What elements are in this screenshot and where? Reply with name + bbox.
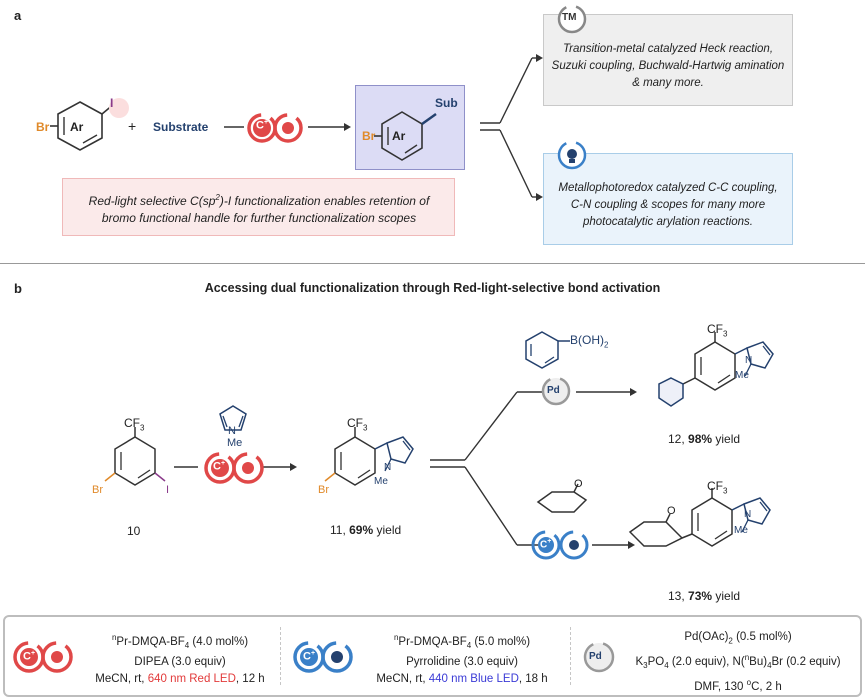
red-light-note-box	[62, 178, 455, 236]
red-conditions-icon	[13, 641, 73, 673]
photoredox-description: Metallophotoredox catalyzed C-C coupling…	[558, 182, 778, 228]
panel-b-title: Accessing dual functionalization through…	[204, 281, 661, 295]
pyrrole-n-label: N	[228, 425, 236, 437]
blue-conditions-text: nPr-DMQA-BF4 (5.0 mol%) Pyrrolidine (3.0…	[376, 633, 548, 686]
transition-metal-box	[543, 14, 793, 106]
conditions-box	[3, 615, 862, 697]
pd-label: Pd	[547, 385, 560, 396]
boronic-acid-label: B(OH)2	[570, 333, 609, 350]
tm-description: Transition-metal catalyzed Heck reaction…	[551, 43, 785, 89]
aryl-product-structure	[374, 111, 437, 161]
red-conditions-symbol: C+	[23, 650, 36, 663]
red-conditions-text: nPr-DMQA-BF4 (4.0 mol%) DIPEA (3.0 equiv…	[95, 633, 265, 686]
red-photocatalyst-icon-b	[204, 452, 264, 484]
panel-divider	[0, 263, 865, 264]
separator-2	[570, 627, 571, 685]
compound-10-label: 10	[127, 524, 141, 538]
phenylboronic-acid-structure	[525, 331, 570, 369]
pd-catalyst-icon	[541, 376, 571, 406]
product-ar-label: Ar	[392, 129, 406, 143]
separator-1	[280, 627, 281, 685]
compound-11-me: Me	[374, 476, 388, 487]
compound-13-label: 13, 73% yield	[668, 589, 741, 603]
arrow-to-13	[592, 541, 635, 549]
compound-11-label: 11, 69% yield	[330, 523, 402, 537]
catalyst-symbol-a: C+	[256, 119, 269, 132]
blue-conditions-symbol: C+	[303, 650, 316, 663]
cyclohexanone-structure	[536, 483, 588, 513]
tm-badge-label: TM	[562, 12, 577, 23]
substrate-label: Substrate	[153, 120, 209, 134]
cyclohexanone-o: O	[574, 478, 583, 490]
compound-13-cf3: CF3	[707, 479, 728, 496]
photoredox-box	[543, 153, 793, 245]
compound-10-structure	[104, 427, 166, 486]
blue-conditions-icon	[293, 641, 353, 673]
pyrrole-me-label: Me	[227, 437, 243, 449]
compound-11-cf3: CF3	[347, 416, 368, 433]
product-box	[355, 85, 465, 170]
arrow-to-12	[576, 388, 637, 396]
panel-b-letter: b	[14, 281, 22, 296]
compound-11-n: N	[384, 462, 392, 473]
catalyst-symbol-c: C+	[540, 538, 552, 551]
red-photocatalyst-icon	[247, 113, 303, 143]
ar-label: Ar	[70, 120, 84, 134]
compound-10-i: I	[166, 484, 170, 496]
compound-13-structure	[628, 488, 771, 547]
pd-conditions-icon	[583, 641, 615, 673]
compound-12-me: Me	[735, 370, 749, 381]
product-bromine-label: Br	[362, 129, 376, 143]
plus-sign: +	[128, 118, 137, 134]
branch-arrows-a	[480, 54, 543, 201]
compound-12-n: N	[745, 355, 753, 366]
compound-13-n: N	[744, 509, 752, 520]
red-light-note: Red-light selective C(sp2)-I functionali…	[88, 193, 430, 225]
branch-arrows-b	[430, 391, 543, 546]
compound-12-label: 12, 98% yield	[668, 432, 741, 446]
n-methylpyrrole-structure	[219, 405, 247, 431]
iodine-label: I	[110, 96, 114, 110]
compound-13-o: O	[667, 505, 676, 517]
catalyst-symbol-b: C+	[213, 460, 226, 473]
panel-a-letter: a	[14, 8, 22, 23]
compound-10-br: Br	[92, 484, 103, 496]
blue-light-bulb-icon	[557, 140, 587, 170]
compound-12-structure	[658, 332, 774, 407]
aryl-halide-reactant	[50, 98, 129, 151]
pd-conditions-text: Pd(OAc)2 (0.5 mol%) K3PO4 (2.0 equiv), N…	[635, 631, 841, 694]
compound-12-cf3: CF3	[707, 322, 728, 339]
compound-10-cf3: CF3	[124, 416, 145, 433]
compound-11-br: Br	[318, 484, 329, 496]
reaction-arrow-a	[224, 123, 351, 131]
compound-11-structure	[324, 427, 414, 486]
bromine-label: Br	[36, 120, 50, 134]
pd-conditions-label: Pd	[589, 651, 602, 662]
blue-photocatalyst-icon	[531, 530, 589, 560]
sub-label: Sub	[435, 96, 458, 110]
reaction-arrow-10-11	[174, 463, 297, 471]
compound-13-me: Me	[734, 525, 748, 536]
tm-badge-icon	[557, 4, 587, 34]
